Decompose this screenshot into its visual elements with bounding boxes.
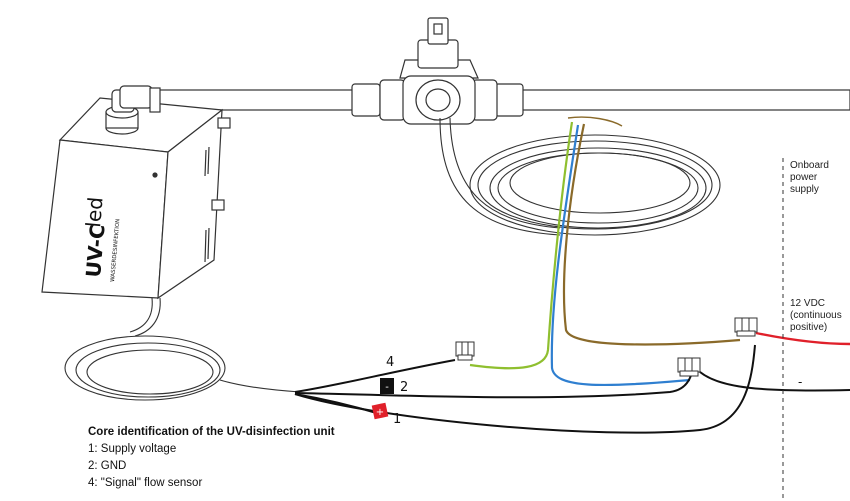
psu-minus-label: -	[798, 375, 802, 389]
black-wires	[294, 344, 850, 434]
brown-wire	[562, 123, 741, 346]
legend-item-2: 2: GND	[88, 460, 127, 472]
marker-gnd: -	[380, 378, 394, 394]
uv-c-unit	[41, 97, 231, 300]
unit-cable-coil	[64, 297, 301, 401]
marker-plus-sign: +	[376, 407, 384, 418]
connector-gnd	[677, 357, 701, 377]
connector-supply	[734, 317, 758, 337]
brand-subtitle: WASSERDESINFEKTION	[110, 219, 122, 283]
water-pipe	[149, 79, 850, 121]
vdc-label: 12 VDC (continuous positive)	[790, 298, 842, 334]
psu-label-line3: supply	[790, 184, 819, 195]
legend-item-4: 4: "Signal" flow sensor	[88, 477, 203, 489]
blue-wire	[550, 124, 691, 387]
wire-number-2: 2	[400, 380, 408, 395]
yellow-green-wire	[469, 121, 574, 370]
vdc-label-line1: 12 VDC	[790, 298, 826, 309]
core-legend: Core identification of the UV-disinfecti…	[88, 424, 335, 492]
marker-gnd-sign: -	[385, 382, 389, 393]
unit-brand-text: UV-C led WASSERDESINFEKTION	[81, 196, 121, 282]
psu-label: Onboard power supply	[790, 160, 829, 196]
unit-top-fitting	[105, 85, 161, 135]
brand-led: led	[81, 196, 108, 229]
wire-number-1: 1	[393, 412, 401, 427]
vdc-label-line3: positive)	[790, 322, 828, 333]
legend-title: Core identification of the UV-disinfecti…	[88, 426, 335, 438]
wire-number-4: 4	[386, 355, 394, 370]
psu-label-line1: Onboard	[790, 160, 829, 171]
vdc-label-line2: (continuous	[790, 310, 842, 321]
sensor-cable-coil	[439, 117, 721, 236]
connector-sensor-signal	[455, 341, 475, 361]
flow-sensor	[399, 17, 479, 125]
legend-item-1: 1: Supply voltage	[88, 443, 177, 455]
brand-uvc: UV-C	[81, 223, 110, 278]
psu-label-line2: power	[790, 172, 818, 183]
sensor-wire-jacket	[567, 116, 623, 127]
red-wire	[755, 331, 850, 346]
marker-plus: +	[371, 402, 389, 420]
